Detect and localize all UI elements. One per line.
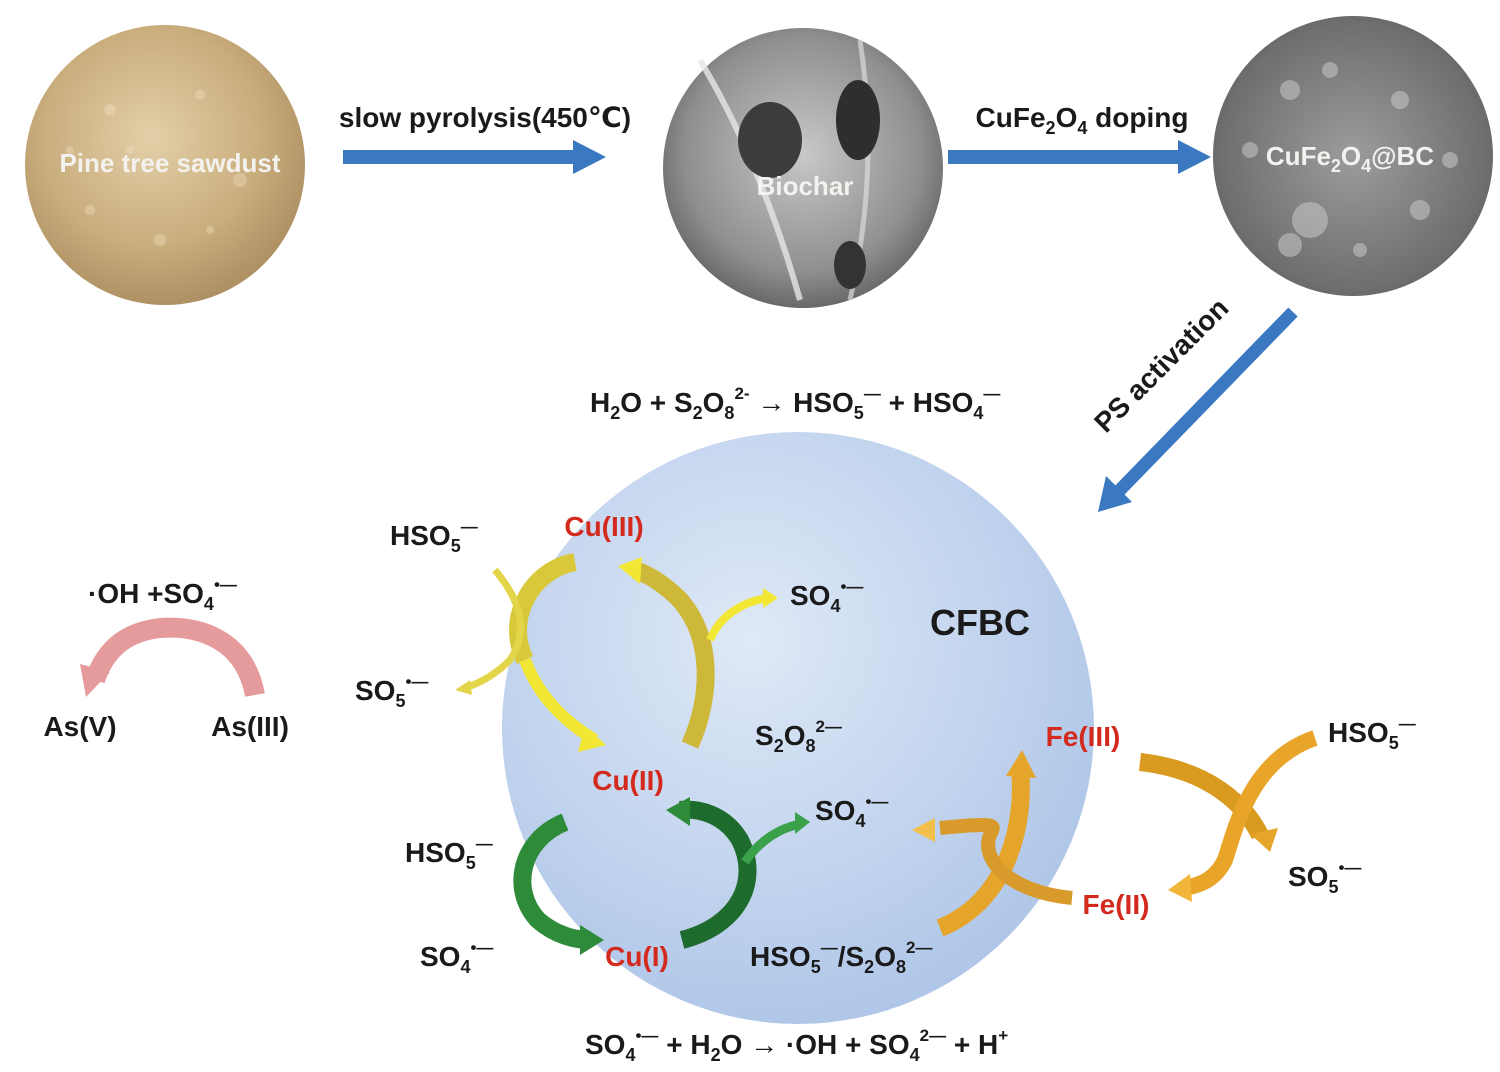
- cu3-label: Cu(III): [564, 511, 643, 542]
- sawdust-label: Pine tree sawdust: [59, 148, 280, 178]
- pyrolysis-label: slow pyrolysis(450℃): [339, 102, 631, 133]
- cu2-label: Cu(II): [592, 765, 664, 796]
- doping-arrow: [948, 140, 1211, 174]
- fe2-label: Fe(II): [1083, 889, 1150, 920]
- biochar-photo: Biochar: [663, 28, 943, 308]
- species-hso5-s2o8: HSO5—/S2O82—: [750, 938, 932, 977]
- species-so4-radical-3: SO4•—: [420, 938, 493, 977]
- activation-label: PS activation: [1088, 292, 1234, 438]
- species-so4-radical-1: SO4•—: [790, 577, 863, 616]
- arsenic-oxidation-arrow: [80, 617, 265, 698]
- species-s2o8-1: S2O82—: [755, 717, 842, 756]
- biochar-pore: [738, 102, 802, 178]
- equation-top: H2O + S2O82- → HSO5— + HSO4—: [590, 384, 1000, 423]
- composite-photo: CuFe2O4@BC: [1213, 16, 1493, 296]
- oxidant-label: ·OH +SO4•—: [88, 575, 237, 614]
- pyrolysis-arrow: [343, 140, 606, 174]
- cu3-cu2-cycle: [455, 553, 778, 752]
- composite-label: CuFe2O4@BC: [1266, 141, 1434, 176]
- fe-cycle: [912, 730, 1318, 937]
- species-hso5-3: HSO5—: [1328, 714, 1416, 753]
- cu2-cu1-cycle: [513, 797, 810, 955]
- activation-arrow: [1098, 307, 1298, 512]
- species-so5-radical-2: SO5•—: [1288, 858, 1361, 897]
- species-so5-radical-1: SO5•—: [355, 672, 428, 711]
- cfbc-label: CFBC: [930, 602, 1030, 643]
- species-so4-radical-2: SO4•—: [815, 792, 888, 831]
- fe3-label: Fe(III): [1046, 721, 1121, 752]
- species-hso5-2: HSO5—: [405, 834, 493, 873]
- doping-label: CuFe2O4 doping: [976, 102, 1189, 138]
- species-hso5-1: HSO5—: [390, 517, 478, 556]
- as5-label: As(V): [43, 711, 116, 742]
- cu1-label: Cu(I): [605, 941, 669, 972]
- sawdust-photo: Pine tree sawdust: [25, 25, 305, 305]
- biochar-label: Biochar: [757, 171, 854, 201]
- as3-label: As(III): [211, 711, 289, 742]
- equation-bottom: SO4•— + H2O → ·OH + SO42— + H+: [585, 1026, 1008, 1065]
